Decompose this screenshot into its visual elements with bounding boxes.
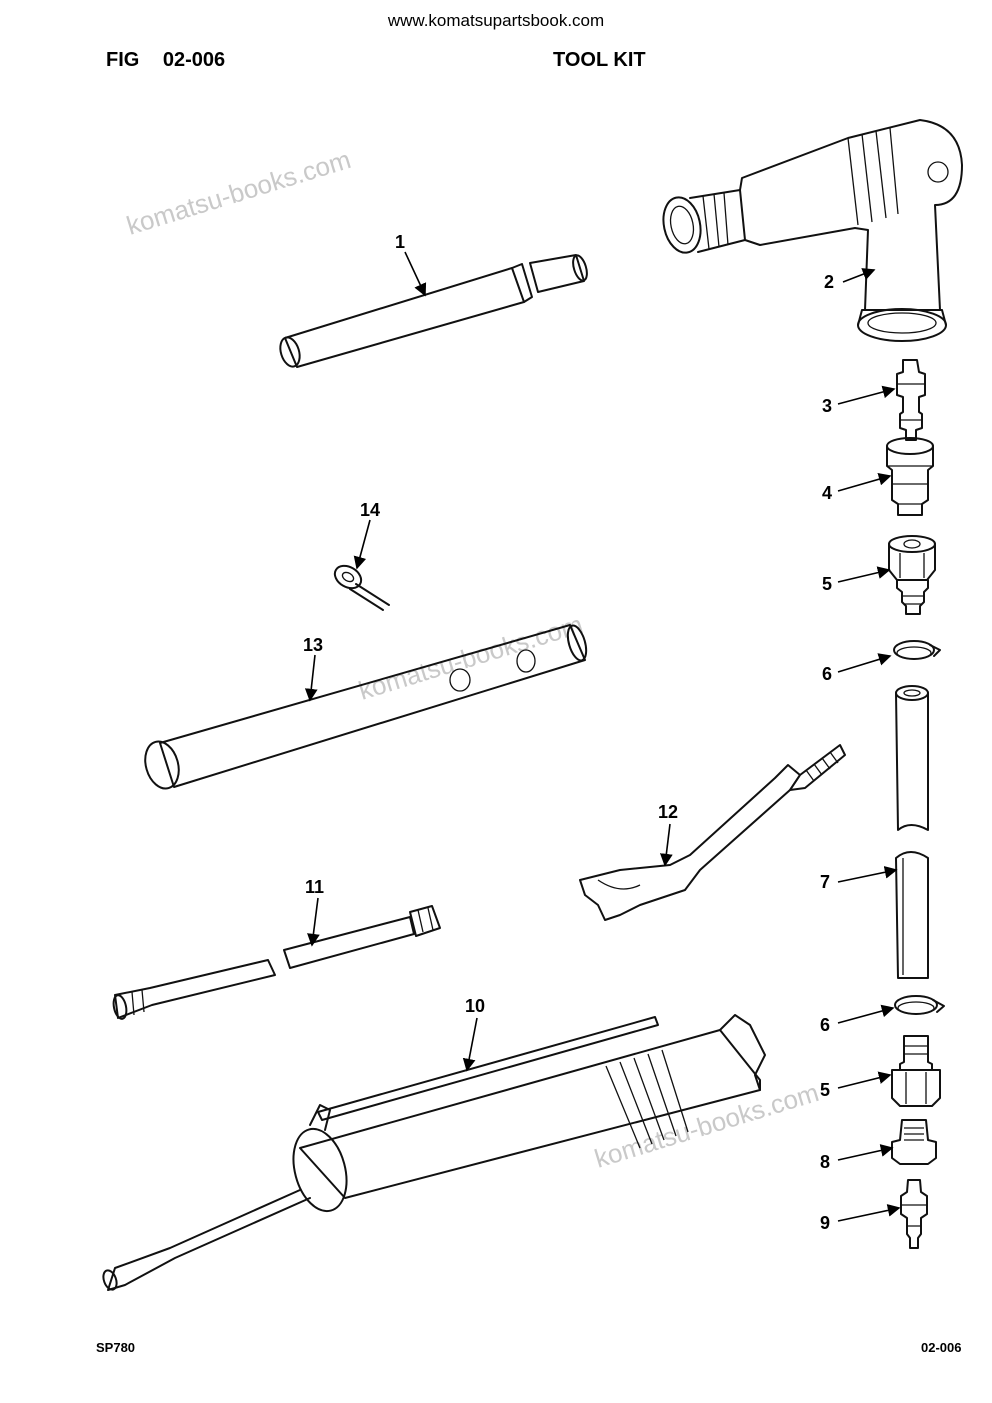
callout-2: 2 xyxy=(824,272,834,292)
watermark: komatsu-books.com xyxy=(355,609,586,706)
callout-3: 3 xyxy=(822,396,832,416)
part-11-grease-hose xyxy=(112,905,441,1020)
callout-5: 5 xyxy=(822,574,832,594)
footer-page: 02-006 xyxy=(921,1340,962,1355)
part-12-wrench xyxy=(579,744,846,921)
leader-lines xyxy=(304,251,901,1222)
part-6-hose-clamp-bottom xyxy=(894,995,945,1015)
part-14-cotter-pin xyxy=(333,564,390,611)
callout-6: 6 xyxy=(820,1015,830,1035)
callout-4: 4 xyxy=(822,483,832,503)
callout-7: 7 xyxy=(820,872,830,892)
callout-1: 1 xyxy=(395,232,405,252)
part-5-hex-fitting-bottom xyxy=(891,1035,941,1107)
part-5-hex-fitting-top xyxy=(888,535,936,615)
part-6-hose-clamp-top xyxy=(893,640,941,660)
part-4-coupler xyxy=(886,437,934,516)
callout-8: 8 xyxy=(820,1152,830,1172)
header-url: www.komatsupartsbook.com xyxy=(387,11,605,30)
part-1-chisel xyxy=(279,254,588,368)
part-3-nipple xyxy=(896,359,926,441)
callout-12: 12 xyxy=(658,802,678,822)
callout-13: 13 xyxy=(303,635,323,655)
callout-labels: 1 2 3 4 5 6 7 6 5 8 9 10 11 12 13 14 xyxy=(303,232,834,1233)
watermark: komatsu-books.com xyxy=(123,144,354,241)
callout-10: 10 xyxy=(465,996,485,1016)
callout-9: 9 xyxy=(820,1213,830,1233)
part-9-grease-nipple xyxy=(900,1179,928,1249)
figure-number: FIG 02-006 xyxy=(106,49,226,71)
callout-6: 6 xyxy=(822,664,832,684)
callout-5: 5 xyxy=(820,1080,830,1100)
part-8-adapter xyxy=(891,1119,937,1165)
footer-model: SP780 xyxy=(96,1340,136,1355)
callout-14: 14 xyxy=(360,500,380,520)
part-13-tube xyxy=(144,624,588,790)
part-7-hose xyxy=(895,685,929,979)
page-title: TOOL KIT xyxy=(553,49,646,71)
part-10-grease-gun xyxy=(102,1014,766,1291)
part-2-air-hammer xyxy=(662,119,963,342)
callout-11: 11 xyxy=(305,877,324,897)
